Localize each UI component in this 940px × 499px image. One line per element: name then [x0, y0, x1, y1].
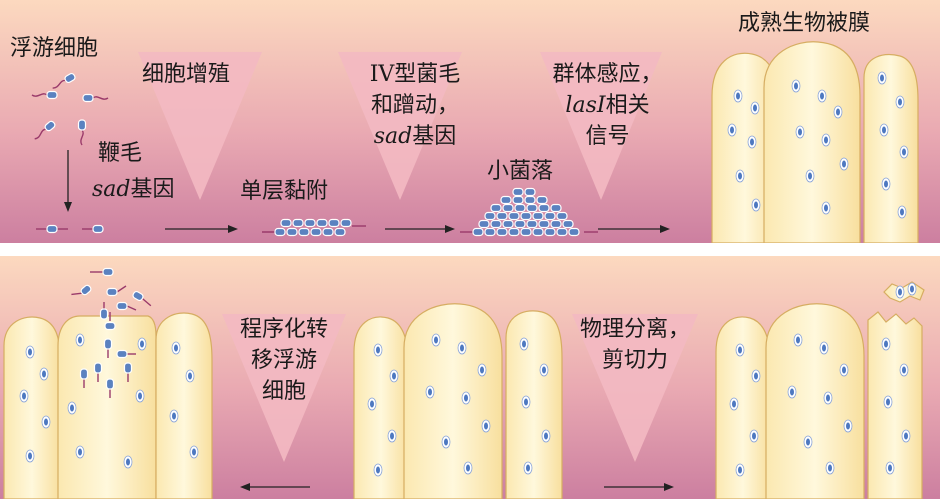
- middle-biofilm: [353, 303, 563, 499]
- detached-biofilm: [715, 281, 925, 499]
- label-microcolony: 小菌落: [487, 159, 554, 184]
- pili-line2: 和蹭动，: [370, 93, 459, 118]
- pili-line1: IV型菌毛: [355, 59, 475, 90]
- label-dispersal: 程序化转 移浮游 细胞: [224, 314, 344, 407]
- quorum-line1: 群体感应，: [552, 62, 663, 87]
- quorum-triangle: [540, 52, 662, 200]
- label-pili: IV型菌毛 和蹭动， sad基因: [355, 59, 475, 152]
- proliferation-triangle: [138, 52, 262, 200]
- mature-biofilm: [711, 41, 919, 243]
- sad-gene-a-rest: 基因: [130, 177, 175, 202]
- top-panel-graphics: [0, 0, 940, 243]
- down-arrow: [64, 150, 72, 212]
- sad-gene-b-italic: sad: [373, 124, 413, 149]
- label-proliferation: 细胞增殖: [142, 62, 231, 87]
- label-planktonic-cells: 浮游细胞: [10, 36, 99, 61]
- label-monolayer: 单层黏附: [240, 179, 329, 204]
- pili-line3: sad基因: [355, 121, 475, 152]
- label-detach: 物理分离， 剪切力: [568, 314, 702, 376]
- quorum-line2: lasI相关: [545, 90, 670, 121]
- sad-gene-a-italic: sad: [92, 177, 131, 202]
- monolayer-cells: [262, 218, 366, 237]
- quorum-line3: 信号: [585, 124, 630, 149]
- dispersal-line1: 程序化转: [239, 317, 328, 342]
- label-mature-biofilm: 成熟生物被膜: [738, 11, 871, 36]
- detach-line1: 物理分离，: [579, 317, 690, 342]
- arrow-left: [240, 483, 310, 491]
- attached-cells: [36, 224, 104, 234]
- dispersal-line3: 细胞: [261, 379, 306, 404]
- dispersal-line2: 移浮游: [250, 348, 317, 373]
- microcolony-cells: [460, 187, 598, 237]
- arrows-right: [165, 225, 670, 233]
- label-flagella: 鞭毛: [98, 141, 143, 166]
- pili-triangle: [338, 52, 462, 200]
- quorum-line2-rest: 相关: [605, 93, 650, 118]
- quorum-line2-italic: lasI: [565, 93, 606, 118]
- top-panel: 浮游细胞 鞭毛 sad基因 细胞增殖 单层黏附 IV型菌毛 和蹭动， sad基因…: [0, 0, 940, 243]
- dispersing-biofilm: [3, 267, 213, 499]
- detach-triangle: [572, 314, 698, 462]
- arrow-right: [604, 483, 674, 491]
- planktonic-cells: [31, 71, 109, 146]
- bottom-panel-graphics: [0, 256, 940, 499]
- pili-line1-prefix: IV: [369, 62, 395, 87]
- label-sad-gene-a: sad基因: [92, 174, 175, 205]
- bottom-panel: 程序化转 移浮游 细胞 物理分离， 剪切力: [0, 256, 940, 499]
- detach-line2: 剪切力: [601, 348, 668, 373]
- dispersal-triangle: [222, 314, 346, 462]
- sad-gene-b-rest: 基因: [412, 124, 457, 149]
- label-quorum: 群体感应， lasI相关 信号: [545, 59, 670, 152]
- pili-line1-rest: 型菌毛: [394, 62, 461, 87]
